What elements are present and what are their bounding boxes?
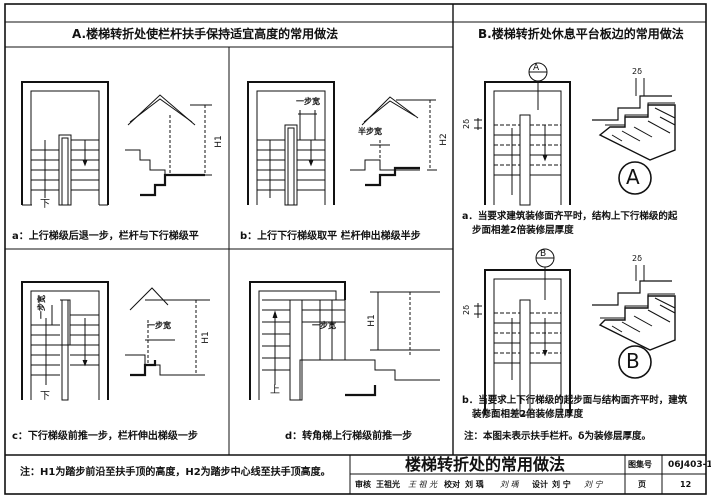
designer-name: 刘 宁 xyxy=(552,480,571,489)
panel-b-half-step-label: 半步宽 xyxy=(358,127,382,136)
review-label: 审核 xyxy=(355,480,371,489)
panel-d-caption: d：转角梯上行梯级前推一步 xyxy=(285,431,413,442)
panel-c-down-label: 下 xyxy=(40,391,50,402)
panel-a-section xyxy=(125,94,212,197)
detail-b-delta-section: 2δ xyxy=(632,254,642,263)
page-label: 页 xyxy=(638,480,646,489)
detail-b-callout-letter: B xyxy=(626,349,640,373)
detail-a-delta-plan: 2δ xyxy=(461,119,471,129)
panel-d-step-label: 一步宽 xyxy=(312,321,336,330)
panel-a-down-label: 下 xyxy=(40,199,50,210)
detail-a-callout-letter: A xyxy=(626,165,640,189)
checker-signature: 刘 瑀 xyxy=(500,480,519,489)
detail-b-marker-label: B xyxy=(540,249,547,259)
detail-a-marker-label: A xyxy=(533,63,540,73)
detail-b-plan xyxy=(474,269,571,416)
detail-b-delta-plan: 2δ xyxy=(461,305,471,315)
detail-b-section xyxy=(592,265,676,351)
note-a-line2: 步面相差2倍装修层厚度 xyxy=(472,225,574,236)
note-b-line1: b．当要求上下行梯级的起步面与结构面齐平时，建筑 xyxy=(462,395,688,406)
reviewer-name: 王祖光 xyxy=(376,480,400,489)
checker-name: 刘 瑀 xyxy=(465,480,484,489)
note-a-line1: a．当要求建筑装修面齐平时，结构上下行梯级的起 xyxy=(462,211,678,222)
designer-signature: 刘 宁 xyxy=(584,480,603,489)
panel-a-dim-h1: H1 xyxy=(213,135,224,148)
note-b-line2: 装修面相差2倍装修层厚度 xyxy=(472,409,584,420)
footer-note: 注：H1为踏步前沿至扶手顶的高度，H2为踏步中心线至扶手顶高度。 xyxy=(20,467,331,478)
panel-c-caption: c：下行梯级前推一步，栏杆伸出梯级一步 xyxy=(12,431,198,442)
atlas-label: 图集号 xyxy=(628,460,652,469)
atlas-number: 06J403-1 xyxy=(668,460,711,470)
panel-c-step-label-vertical: 一步宽 xyxy=(37,295,46,319)
detail-a-section xyxy=(592,78,676,161)
panel-c-dim-h1: H1 xyxy=(200,331,211,344)
detail-a-callout xyxy=(618,161,652,195)
note-c: 注：本图未表示扶手栏杆。δ为装修层厚度。 xyxy=(464,431,652,442)
reviewer-signature: 王 祖 光 xyxy=(408,480,438,489)
detail-a-delta-section: 2δ xyxy=(632,67,642,76)
panel-d-dim-h1: H1 xyxy=(366,314,377,327)
panel-b-section xyxy=(350,96,437,187)
drawing-title: 楼梯转折处的常用做法 xyxy=(405,455,566,474)
panel-a-caption: a：上行梯级后退一步，栏杆与下行梯级平 xyxy=(12,231,199,242)
panel-d-plan xyxy=(249,281,346,401)
panel-b-plan xyxy=(247,81,335,206)
panel-b-step-label: 一步宽 xyxy=(296,97,320,106)
panel-b-caption: b：上行下行梯级取平 栏杆伸出梯级半步 xyxy=(240,231,421,242)
detail-a-plan xyxy=(474,81,571,206)
panel-d-section xyxy=(345,291,440,397)
page-number: 12 xyxy=(680,480,692,489)
panel-d-up-label: 上 xyxy=(270,385,280,396)
design-label: 设计 xyxy=(532,480,548,489)
panel-b-dim-h2: H2 xyxy=(438,133,449,146)
panel-c-plan xyxy=(21,281,109,401)
panel-a-plan xyxy=(21,81,109,206)
check-label: 校对 xyxy=(444,480,460,489)
panel-c-section xyxy=(125,287,210,377)
detail-b-callout xyxy=(618,345,652,379)
section-a-title: A.楼梯转折处使栏杆扶手保持适宜高度的常用做法 xyxy=(72,27,339,41)
section-b-title: B.楼梯转折处休息平台板边的常用做法 xyxy=(478,27,684,41)
panel-c-step-label: 一步宽 xyxy=(147,321,171,330)
